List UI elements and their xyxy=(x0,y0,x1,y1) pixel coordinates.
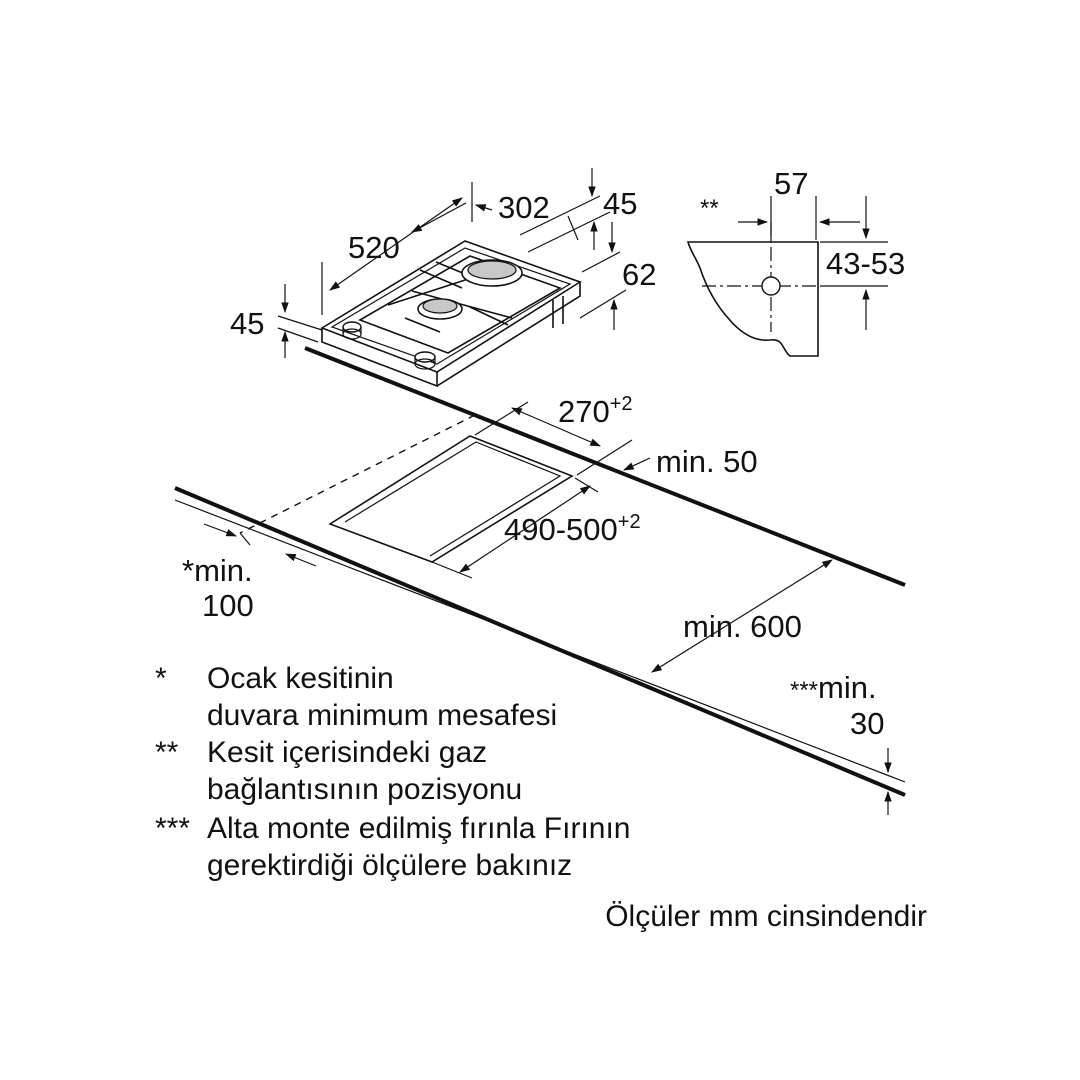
dim-45-left-label: 45 xyxy=(230,306,264,341)
cutout-extension-dashed xyxy=(239,414,476,534)
burner-rear xyxy=(461,259,523,287)
worktop-front-inner xyxy=(174,499,906,783)
dim-min-30: ***min. 30 xyxy=(790,670,892,815)
legend-mark-3: *** xyxy=(155,812,190,845)
worktop-rear-edge xyxy=(304,346,906,587)
dim-62-label: 62 xyxy=(622,257,656,292)
dim-57-label: 57 xyxy=(774,166,808,201)
units-note: Ölçüler mm cinsindendir xyxy=(605,900,927,933)
legend-item-2: ** Kesit içerisindeki gaz bağlantısının … xyxy=(155,736,522,806)
dim-270: 270+2 xyxy=(474,393,633,476)
dim-min-100: *min. 100 xyxy=(182,523,317,623)
dim-520: 520 xyxy=(329,197,463,291)
dim-min-30-line1: ***min. xyxy=(790,670,877,705)
hob-front-edge xyxy=(321,328,438,388)
legend-item-1: * Ocak kesitinin duvara minimum mesafesi xyxy=(155,662,557,732)
dim-min-50: min. 50 xyxy=(623,444,758,479)
dim-62: 62 xyxy=(579,222,656,330)
hob-side-edge xyxy=(436,282,581,387)
knob-right xyxy=(414,351,436,370)
burner-front xyxy=(417,298,463,320)
dim-min-600-label: min. 600 xyxy=(683,609,802,644)
dim-490-500-label: 490-500+2 xyxy=(504,511,641,547)
gas-stars-label: ** xyxy=(700,195,719,222)
cutout-outer xyxy=(328,435,574,563)
dim-min-100-line1: *min. xyxy=(182,553,253,588)
dim-min-30-line2: 30 xyxy=(850,706,884,741)
dim-45-top: 45 xyxy=(519,168,637,253)
dim-270-label: 270+2 xyxy=(558,393,633,429)
dim-520-label: 520 xyxy=(348,230,400,265)
legend-mark-1: * xyxy=(155,662,167,695)
knob-left xyxy=(342,321,362,340)
dim-min-50-label: min. 50 xyxy=(656,444,758,479)
hob-drawing xyxy=(320,240,582,388)
gas-inlet-symbol xyxy=(761,276,781,296)
dim-490-500: 490-500+2 xyxy=(431,477,641,579)
dim-min-100-line2: 100 xyxy=(202,588,254,623)
dim-302: 302 xyxy=(321,182,550,315)
legend-text-2b: bağlantısının pozisyonu xyxy=(207,773,522,806)
legend-text-3a: Alta monte edilmiş fırınla Fırının xyxy=(207,812,631,845)
legend-text-1a: Ocak kesitinin xyxy=(207,662,394,695)
legend-item-3: *** Alta monte edilmiş fırınla Fırının g… xyxy=(155,812,631,882)
legend-text-2a: Kesit içerisindeki gaz xyxy=(207,736,487,769)
dim-45-top-label: 45 xyxy=(603,186,637,221)
legend: * Ocak kesitinin duvara minimum mesafesi… xyxy=(155,662,631,882)
dim-45-left: 45 xyxy=(230,284,323,358)
dim-302-label: 302 xyxy=(498,190,550,225)
gas-section-drawing: 57 ** 43-53 xyxy=(686,166,905,357)
dim-min-600: min. 600 xyxy=(651,559,833,673)
legend-text-3b: gerektirdiği ölçülere bakınız xyxy=(207,849,572,882)
legend-text-1b: duvara minimum mesafesi xyxy=(207,699,557,732)
legend-mark-2: ** xyxy=(155,736,179,769)
gas-connector xyxy=(552,296,564,328)
dim-43-53-label: 43-53 xyxy=(826,246,905,281)
worktop-section-profile xyxy=(686,241,819,357)
